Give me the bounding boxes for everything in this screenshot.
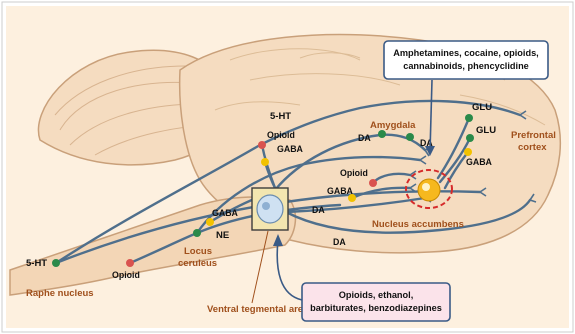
top-callout-line2: cannabinoids, phencyclidine xyxy=(403,61,529,71)
bottom-drug-callout xyxy=(302,283,450,321)
bottom-callout-line2: barbiturates, benzodiazepines xyxy=(310,303,442,313)
label-da-amygdala: DA xyxy=(358,133,371,143)
accumbens-highlight xyxy=(422,183,430,191)
label-locus-line2: ceruleus xyxy=(178,258,217,269)
label-opioid-left: Opioid xyxy=(112,270,140,280)
label-prefrontal-line1: Prefrontal xyxy=(511,130,556,141)
dot-opioid-mid xyxy=(369,179,377,187)
label-glu-mid: GLU xyxy=(476,125,496,136)
accumbens-core xyxy=(418,179,440,201)
label-5ht-top: 5-HT xyxy=(270,111,291,122)
dot-ne-locus xyxy=(193,229,201,237)
label-amygdala: Amygdala xyxy=(370,120,416,131)
top-callout-line1: Amphetamines, cocaine, opioids, xyxy=(393,48,539,58)
label-gaba-right: GABA xyxy=(466,157,493,167)
dot-5ht-raphe xyxy=(52,259,60,267)
label-vta: Ventral tegmental area xyxy=(207,304,309,315)
dot-gaba-top xyxy=(261,158,269,166)
label-da-lower: DA xyxy=(333,237,346,247)
label-glu-top: GLU xyxy=(472,102,492,113)
label-ne: NE xyxy=(216,230,229,241)
label-raphe-nucleus: Raphe nucleus xyxy=(26,288,94,299)
label-gaba-top: GABA xyxy=(277,144,304,154)
label-gaba-locus: GABA xyxy=(212,208,239,218)
dot-da-amygdala-2 xyxy=(406,133,414,141)
label-nucleus-accumbens: Nucleus accumbens xyxy=(372,219,464,230)
dot-gaba-locus xyxy=(206,218,214,226)
dot-opioid-top xyxy=(258,141,266,149)
vta-nucleus xyxy=(262,202,270,210)
label-da-vta: DA xyxy=(312,205,325,215)
dot-glu-top xyxy=(465,114,473,122)
dot-opioid-left xyxy=(126,259,134,267)
label-opioid-top: Opioid xyxy=(267,130,295,140)
label-opioid-mid: Opioid xyxy=(340,168,368,178)
dot-gaba-right xyxy=(464,148,472,156)
bottom-callout-line1: Opioids, ethanol, xyxy=(339,290,414,300)
label-5ht-left: 5-HT xyxy=(26,258,47,269)
label-locus-line1: Locus xyxy=(184,246,212,257)
label-gaba-mid: GABA xyxy=(327,186,354,196)
dot-da-amygdala-1 xyxy=(378,130,386,138)
dot-glu-mid xyxy=(466,134,474,142)
top-drug-callout xyxy=(384,41,548,79)
vta-neuron xyxy=(257,195,283,223)
label-prefrontal-line2: cortex xyxy=(518,142,547,153)
